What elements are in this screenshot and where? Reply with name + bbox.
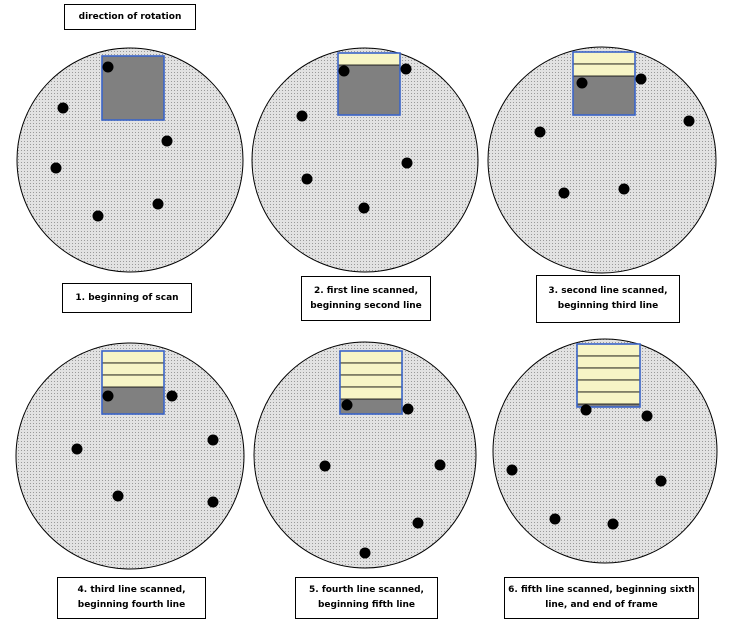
particle-dot [319, 460, 331, 472]
particle-dot [402, 403, 414, 415]
particle-dot [358, 202, 370, 214]
scan-window-border [101, 55, 165, 121]
particle-dot [112, 490, 124, 502]
particle-dot [607, 518, 619, 530]
particle-dot [641, 410, 653, 422]
particle-dot [580, 404, 592, 416]
scanned-line [576, 367, 641, 381]
particle-dot [57, 102, 69, 114]
particle-dot [152, 198, 164, 210]
particle-dot [635, 73, 647, 85]
particle-dot [341, 399, 353, 411]
panel-2 [251, 47, 479, 273]
rotating-disk [487, 46, 717, 274]
particle-dot [655, 475, 667, 487]
panel-3-caption: 3. second line scanned, beginning third … [536, 275, 680, 323]
particle-dot [412, 517, 424, 529]
particle-dot [338, 65, 350, 77]
particle-dot [161, 135, 173, 147]
panel-5-caption: 5. fourth line scanned, beginning fifth … [295, 577, 438, 619]
particle-dot [102, 61, 114, 73]
panel-6 [492, 338, 718, 564]
scanned-line [101, 374, 165, 388]
rotating-disk [16, 47, 244, 273]
scanned-line [576, 379, 641, 393]
particle-dot [301, 173, 313, 185]
particle-dot [576, 77, 588, 89]
particle-dot [359, 547, 371, 559]
scanned-line [337, 52, 401, 66]
panel-5 [253, 341, 477, 569]
scanned-line [339, 350, 403, 364]
scanned-line [101, 362, 165, 376]
particle-dot [434, 459, 446, 471]
particle-dot [683, 115, 695, 127]
panel-1 [16, 47, 244, 273]
particle-dot [296, 110, 308, 122]
panel-4-caption: 4. third line scanned, beginning fourth … [57, 577, 206, 619]
particle-dot [102, 390, 114, 402]
scanned-line [572, 51, 636, 65]
particle-dot [618, 183, 630, 195]
particle-dot [71, 443, 83, 455]
particle-dot [166, 390, 178, 402]
scan-window-border [572, 51, 636, 116]
scanned-line [576, 343, 641, 357]
rotating-disk [15, 342, 245, 570]
direction-of-rotation-label: direction of rotation [64, 4, 196, 30]
panel-2-caption: 2. first line scanned, beginning second … [301, 276, 431, 321]
rotating-disk [492, 338, 718, 564]
scan-window-border [576, 343, 641, 408]
panel-4 [15, 342, 245, 570]
particle-dot [207, 496, 219, 508]
scan-window-border [339, 350, 403, 415]
scanned-line [101, 350, 165, 364]
scanned-line [339, 374, 403, 388]
particle-dot [549, 513, 561, 525]
scanned-line [339, 362, 403, 376]
particle-dot [534, 126, 546, 138]
scanned-line [572, 63, 636, 77]
particle-dot [401, 157, 413, 169]
particle-dot [506, 464, 518, 476]
particle-dot [558, 187, 570, 199]
panel-1-caption: 1. beginning of scan [62, 283, 192, 313]
particle-dot [207, 434, 219, 446]
particle-dot [50, 162, 62, 174]
scanned-line [576, 391, 641, 405]
rotating-disk [251, 47, 479, 273]
panel-3 [487, 46, 717, 274]
particle-dot [92, 210, 104, 222]
particle-dot [400, 63, 412, 75]
panel-6-caption: 6. fifth line scanned, beginning sixth l… [504, 577, 699, 619]
scan-window-border [337, 52, 401, 116]
scanned-line [576, 355, 641, 369]
scan-window-border [101, 350, 165, 415]
scanned-line [339, 386, 403, 400]
rotating-disk [253, 341, 477, 569]
